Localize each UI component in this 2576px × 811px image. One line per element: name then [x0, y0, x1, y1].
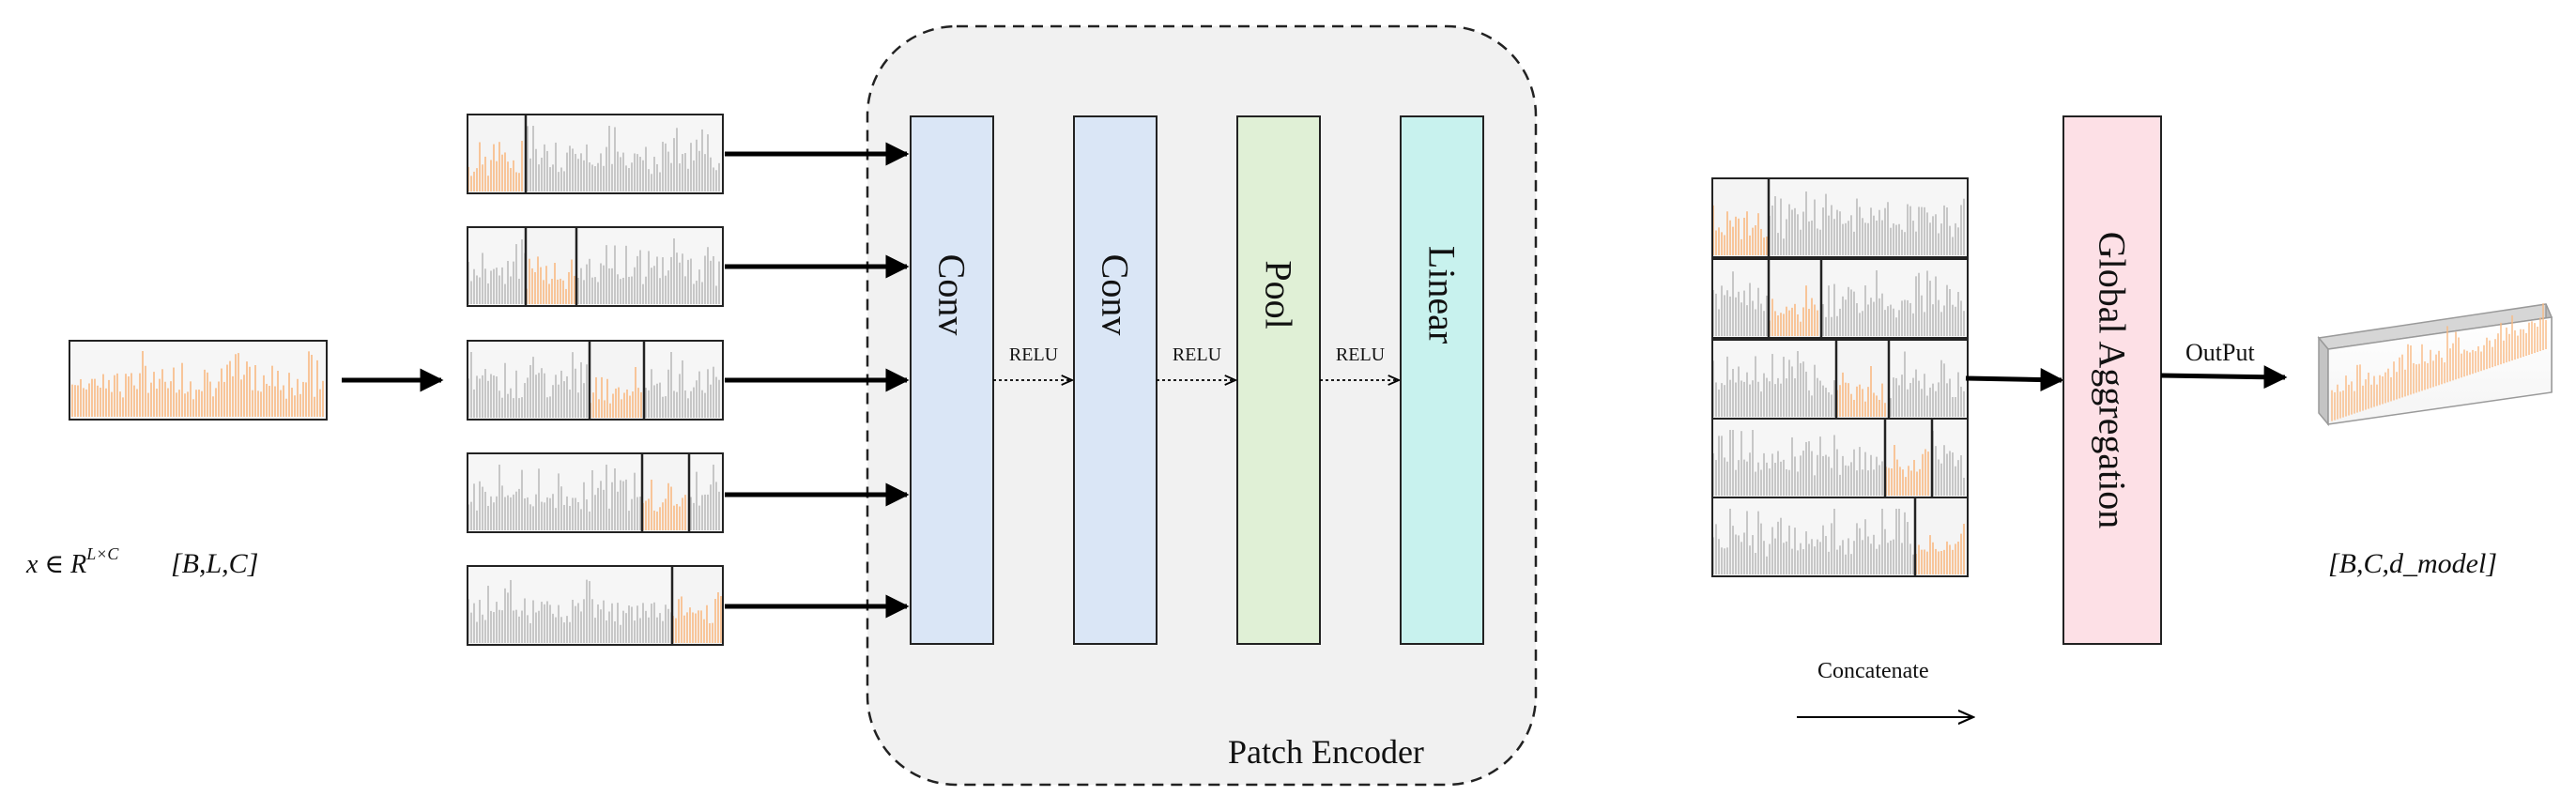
patch-row	[467, 565, 724, 646]
patch-row	[467, 114, 724, 194]
encoder-block-pool: Pool	[1236, 115, 1321, 645]
concat-row	[1711, 339, 1969, 420]
encoder-block-label: Conv	[931, 254, 974, 336]
encoder-block-conv: Conv	[1073, 115, 1158, 645]
encoder-block-label: Pool	[1258, 260, 1300, 329]
input-formula: x ∈ RL×C	[25, 544, 119, 579]
aggregation-to-output-arrow	[2160, 365, 2288, 390]
global-aggregation-block: Global Aggregation	[2062, 115, 2162, 645]
output-arrow-label: OutPut	[2185, 339, 2255, 366]
concatenated-patches	[1711, 177, 1969, 577]
patch-encoder-panel	[866, 24, 1538, 787]
encoder-block-label: Linear	[1421, 246, 1464, 344]
patch-row	[467, 340, 724, 421]
input-shape-label: [B,L,C]	[171, 548, 258, 579]
concatenate-label: Concatenate	[1817, 659, 1929, 683]
concat-row	[1711, 418, 1969, 498]
output-shape-label: [B,C,d_model]	[2328, 548, 2497, 579]
concat-row	[1711, 177, 1969, 258]
output-tensor	[2317, 303, 2553, 427]
patch-row	[467, 226, 724, 307]
input-signal	[69, 340, 328, 421]
activation-label: RELU	[1009, 344, 1059, 365]
concat-row	[1711, 258, 1969, 339]
activation-label: RELU	[1336, 344, 1386, 365]
encoder-block-label: Conv	[1095, 254, 1137, 336]
concat-to-aggregation-arrow	[1965, 368, 2064, 392]
concat-row	[1711, 497, 1969, 577]
patch-input-arrows	[725, 142, 910, 619]
patch-list	[467, 114, 724, 646]
patch-row	[467, 452, 724, 533]
encoder-block-conv: Conv	[910, 115, 994, 645]
global-aggregation-label: Global Aggregation	[2092, 232, 2134, 529]
activation-label: RELU	[1173, 344, 1222, 365]
encoder-block-linear: Linear	[1400, 115, 1484, 645]
patch-encoder-label: Patch Encoder	[1228, 733, 1424, 771]
